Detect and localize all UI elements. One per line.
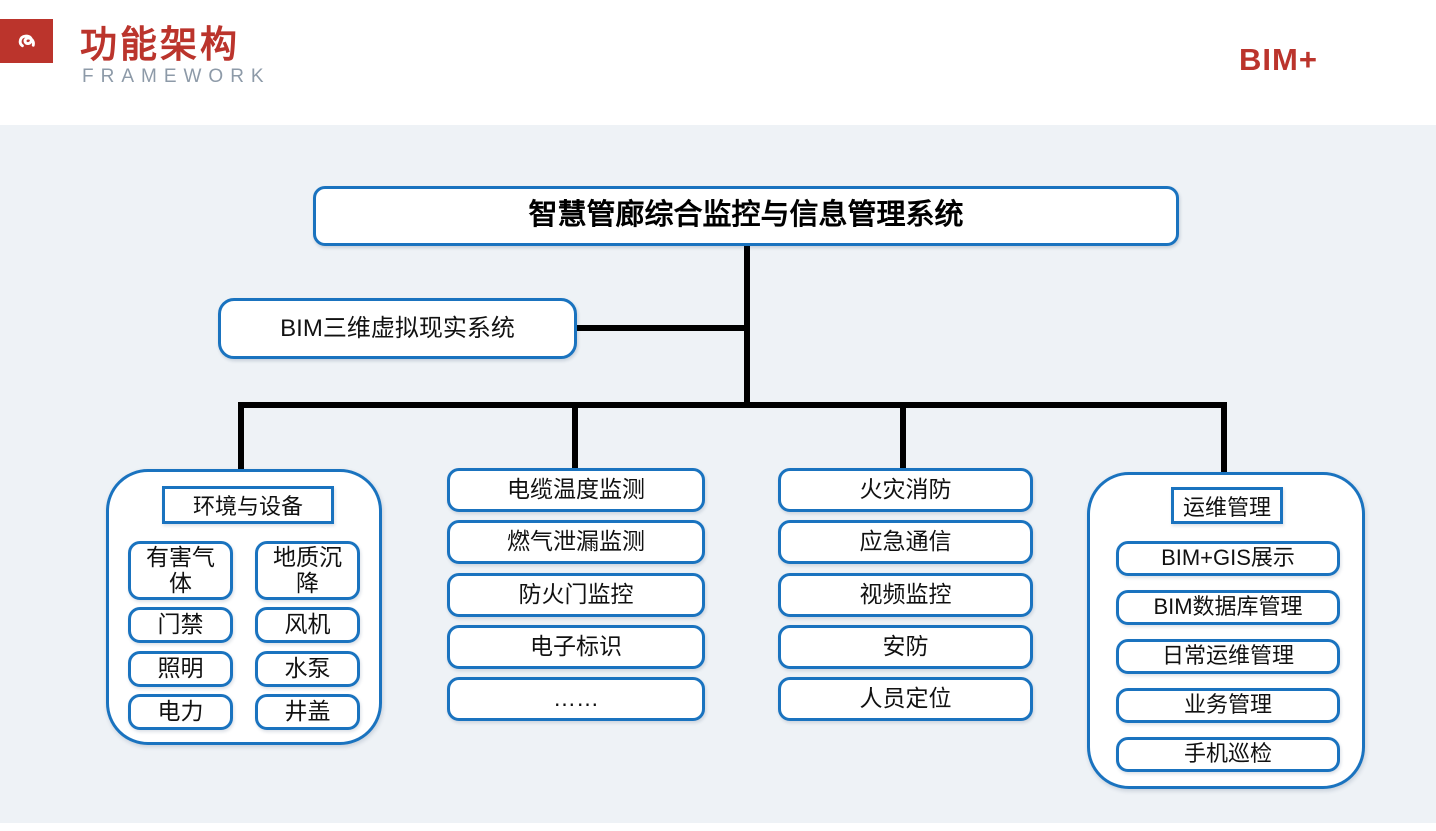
item-lighting: 照明 [128, 651, 233, 687]
group-operation-maintenance-header: 运维管理 [1171, 487, 1283, 524]
connector-root-vertical [744, 246, 750, 404]
item-electronic-label: 电子标识 [447, 624, 705, 669]
item-daily-om-management: 日常运维管理 [1116, 639, 1340, 674]
group-monitoring-column: 电缆温度监测 燃气泄漏监测 防火门监控 电子标识 …… [447, 468, 705, 721]
item-electric-power: 电力 [128, 694, 233, 730]
group-environment-devices: 环境与设备 有害气体 地质沉降 门禁 风机 照明 水泵 电力 井盖 [106, 469, 382, 745]
item-fire-door-monitoring: 防火门监控 [447, 572, 705, 617]
group-safety-column: 火灾消防 应急通信 视频监控 安防 人员定位 [778, 468, 1033, 721]
item-geological-settlement: 地质沉降 [255, 541, 360, 600]
root-system-node: 智慧管廊综合监控与信息管理系统 [313, 186, 1179, 246]
page-subtitle: FRAMEWORK [82, 66, 271, 87]
bim-plus-badge: BIM+ [1239, 42, 1318, 77]
page-title: 功能架构 [80, 24, 240, 65]
bim-vr-system-node: BIM三维虚拟现实系统 [218, 298, 577, 359]
item-access-control: 门禁 [128, 607, 233, 643]
item-manhole-cover: 井盖 [255, 694, 360, 730]
item-cable-temperature-monitoring: 电缆温度监测 [447, 468, 705, 512]
diagram-canvas: 智慧管廊综合监控与信息管理系统 BIM三维虚拟现实系统 环境与设备 有害气体 地… [0, 125, 1436, 823]
connector-stub-group3 [900, 402, 906, 468]
item-water-pump: 水泵 [255, 651, 360, 687]
item-fire-protection: 火灾消防 [778, 468, 1033, 512]
item-gas-leak-monitoring: 燃气泄漏监测 [447, 520, 705, 565]
group-operation-maintenance: 运维管理 BIM+GIS展示 BIM数据库管理 日常运维管理 业务管理 手机巡检 [1087, 472, 1365, 789]
connector-stub-group4 [1221, 402, 1227, 472]
group-environment-devices-header: 环境与设备 [162, 486, 334, 524]
connector-side-horizontal [575, 325, 744, 331]
logo-swirl-icon [0, 19, 53, 63]
item-personnel-positioning: 人员定位 [778, 677, 1033, 721]
item-harmful-gas: 有害气体 [128, 541, 233, 600]
item-video-surveillance: 视频监控 [778, 572, 1033, 617]
connector-stub-group1 [238, 402, 244, 469]
connector-main-bar [239, 402, 1227, 408]
item-business-management: 业务管理 [1116, 688, 1340, 723]
connector-stub-group2 [572, 402, 578, 468]
item-emergency-communication: 应急通信 [778, 520, 1033, 565]
item-fan: 风机 [255, 607, 360, 643]
item-bim-database-management: BIM数据库管理 [1116, 590, 1340, 625]
item-mobile-inspection: 手机巡检 [1116, 737, 1340, 772]
item-security: 安防 [778, 624, 1033, 669]
item-ellipsis-more: …… [447, 677, 705, 721]
item-bim-gis-display: BIM+GIS展示 [1116, 541, 1340, 576]
